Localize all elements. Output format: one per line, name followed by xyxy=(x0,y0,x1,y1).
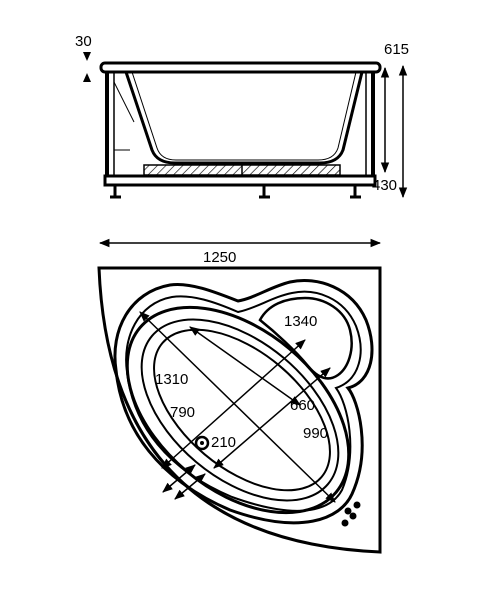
rim-thickness-arrow-bottom xyxy=(83,73,91,82)
rim-thickness-label: 30 xyxy=(75,33,92,50)
total-height-label: 615 xyxy=(384,41,409,58)
side-view xyxy=(83,52,408,199)
basin-outer-ring xyxy=(125,305,351,515)
rim-thickness-arrow-top xyxy=(83,52,91,61)
basin-width-label: 790 xyxy=(170,404,195,421)
inner-width-label: 660 xyxy=(290,397,315,414)
inner-width-dimension-line xyxy=(213,367,331,469)
base-height-label: 430 xyxy=(372,177,397,194)
drain-offset-label: 210 xyxy=(211,434,236,451)
width-label: 1250 xyxy=(203,249,236,266)
jets xyxy=(341,501,361,527)
basin-length-label: 1310 xyxy=(155,371,188,388)
basin-depth-diagonal-label: 990 xyxy=(303,425,328,442)
inner-diagonal-label: 1340 xyxy=(284,313,317,330)
tub-rim xyxy=(99,61,382,74)
tub-shell xyxy=(124,71,364,165)
frame-base xyxy=(103,174,377,187)
plan-view xyxy=(97,266,382,554)
frame-feet xyxy=(110,185,361,199)
